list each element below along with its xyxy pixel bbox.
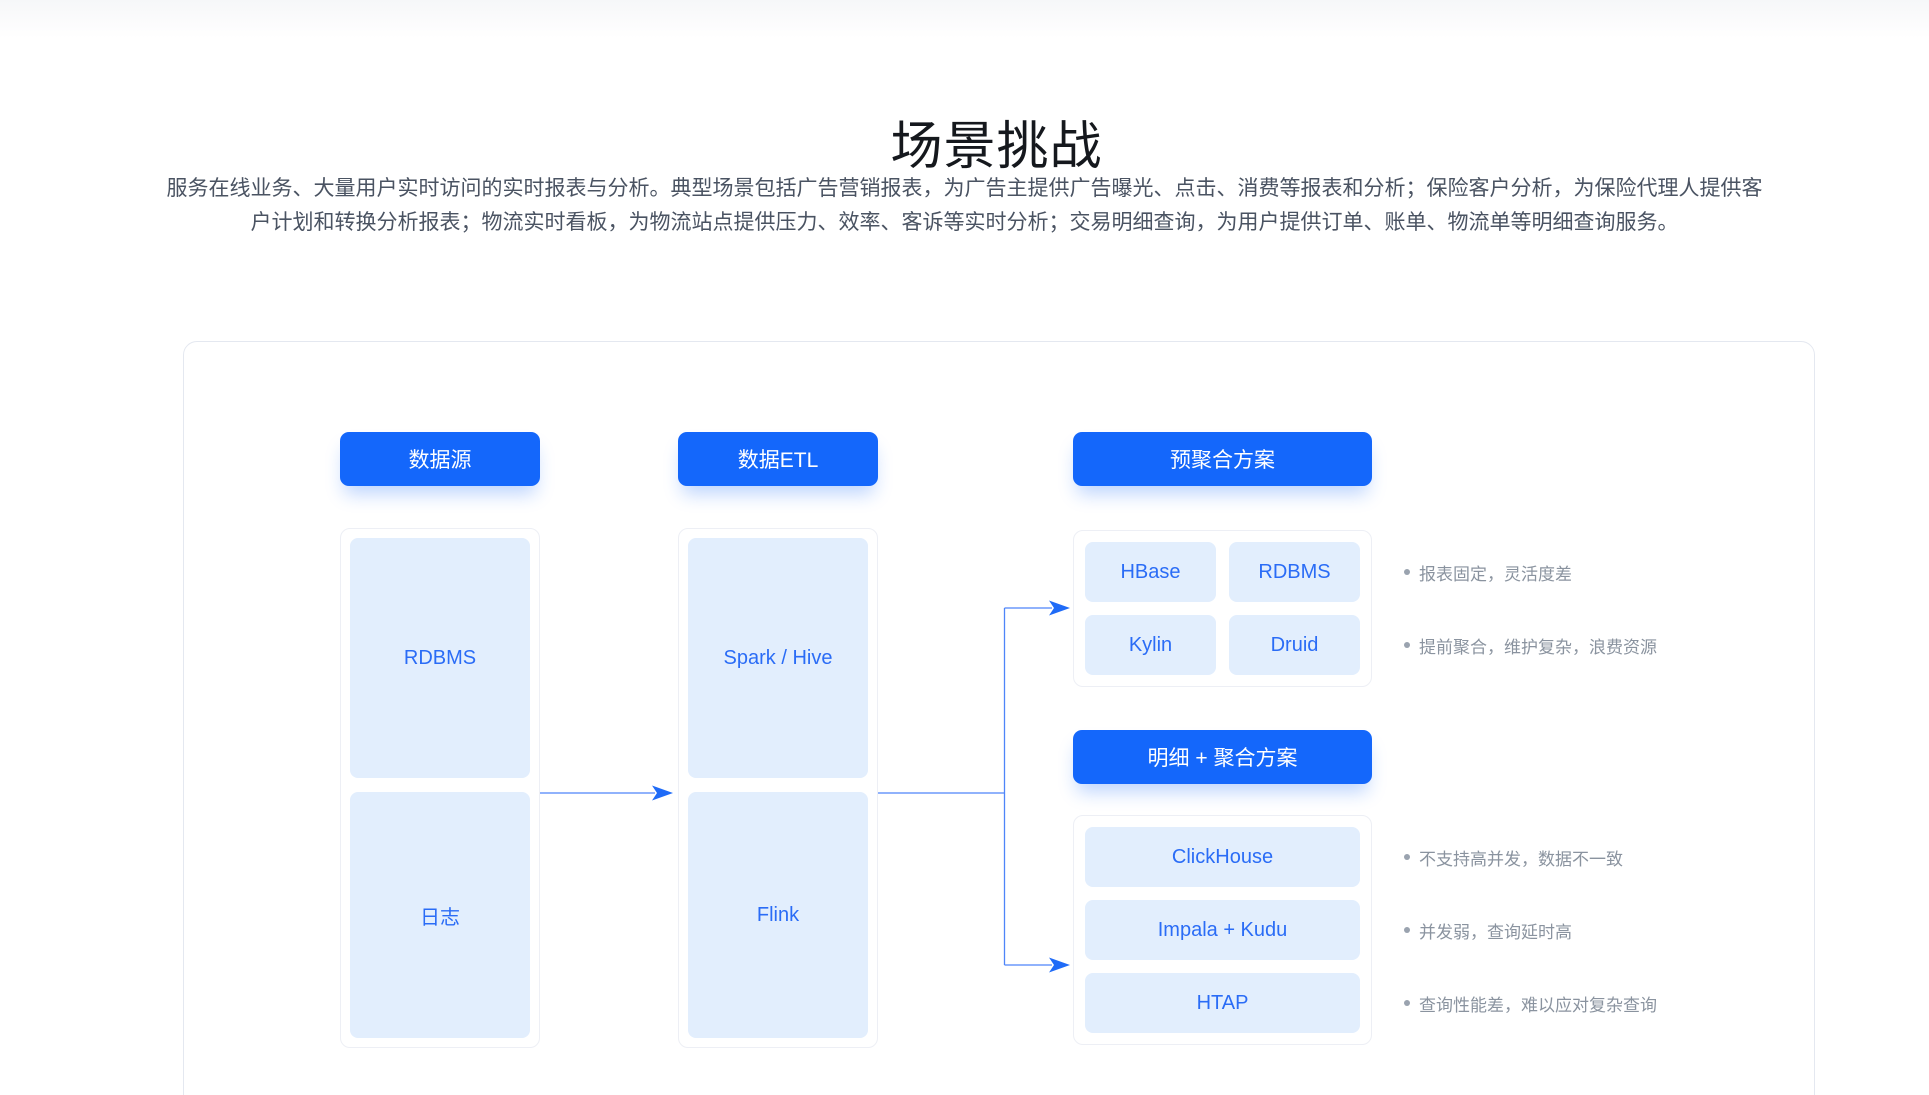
spark-hive-box: Spark / Hive bbox=[688, 538, 868, 778]
rdbms-preagg-box: RDBMS bbox=[1229, 542, 1360, 602]
drawback-text: 报表固定，灵活度差 bbox=[1419, 564, 1572, 584]
page-title: 场景挑战 bbox=[890, 117, 1103, 176]
bullet-dot bbox=[1404, 854, 1410, 860]
description-line-1: 服务在线业务、大量用户实时访问的实时报表与分析。典型场景包括广告营销报表，为广告… bbox=[166, 177, 1763, 200]
pre-aggregation-button[interactable]: 预聚合方案 bbox=[1073, 432, 1372, 486]
preagg-drawback-1: 报表固定，灵活度差 bbox=[1404, 560, 1572, 584]
preagg-drawback-2: 提前聚合，维护复杂，浪费资源 bbox=[1404, 633, 1657, 657]
drawback-text: 并发弱，查询延时高 bbox=[1419, 922, 1572, 942]
bullet-dot bbox=[1404, 569, 1410, 575]
data-source-button[interactable]: 数据源 bbox=[340, 432, 540, 486]
druid-box: Druid bbox=[1229, 615, 1360, 675]
drawback-text: 提前聚合，维护复杂，浪费资源 bbox=[1419, 637, 1657, 657]
detail-drawback-1: 不支持高并发，数据不一致 bbox=[1404, 845, 1623, 869]
kylin-box: Kylin bbox=[1085, 615, 1216, 675]
impala-kudu-box: Impala + Kudu bbox=[1085, 900, 1360, 960]
rdbms-source-box: RDBMS bbox=[350, 538, 530, 778]
bullet-dot bbox=[1404, 927, 1410, 933]
drawback-text: 不支持高并发，数据不一致 bbox=[1419, 849, 1623, 869]
clickhouse-box: ClickHouse bbox=[1085, 827, 1360, 887]
detail-aggregation-button[interactable]: 明细 + 聚合方案 bbox=[1073, 730, 1372, 784]
htap-box: HTAP bbox=[1085, 973, 1360, 1033]
bullet-dot bbox=[1404, 1000, 1410, 1006]
bullet-dot bbox=[1404, 642, 1410, 648]
hbase-box: HBase bbox=[1085, 542, 1216, 602]
data-etl-button[interactable]: 数据ETL bbox=[678, 432, 878, 486]
drawback-text: 查询性能差，难以应对复杂查询 bbox=[1419, 995, 1657, 1015]
detail-drawback-3: 查询性能差，难以应对复杂查询 bbox=[1404, 991, 1657, 1015]
page-description: 服务在线业务、大量用户实时访问的实时报表与分析。典型场景包括广告营销报表，为广告… bbox=[157, 172, 1772, 240]
top-gradient bbox=[0, 0, 1929, 38]
detail-drawback-2: 并发弱，查询延时高 bbox=[1404, 918, 1572, 942]
description-line-2: 户计划和转换分析报表；物流实时看板，为物流站点提供压力、效率、客诉等实时分析；交… bbox=[250, 211, 1679, 234]
flink-box: Flink bbox=[688, 792, 868, 1038]
logs-box: 日志 bbox=[350, 792, 530, 1038]
